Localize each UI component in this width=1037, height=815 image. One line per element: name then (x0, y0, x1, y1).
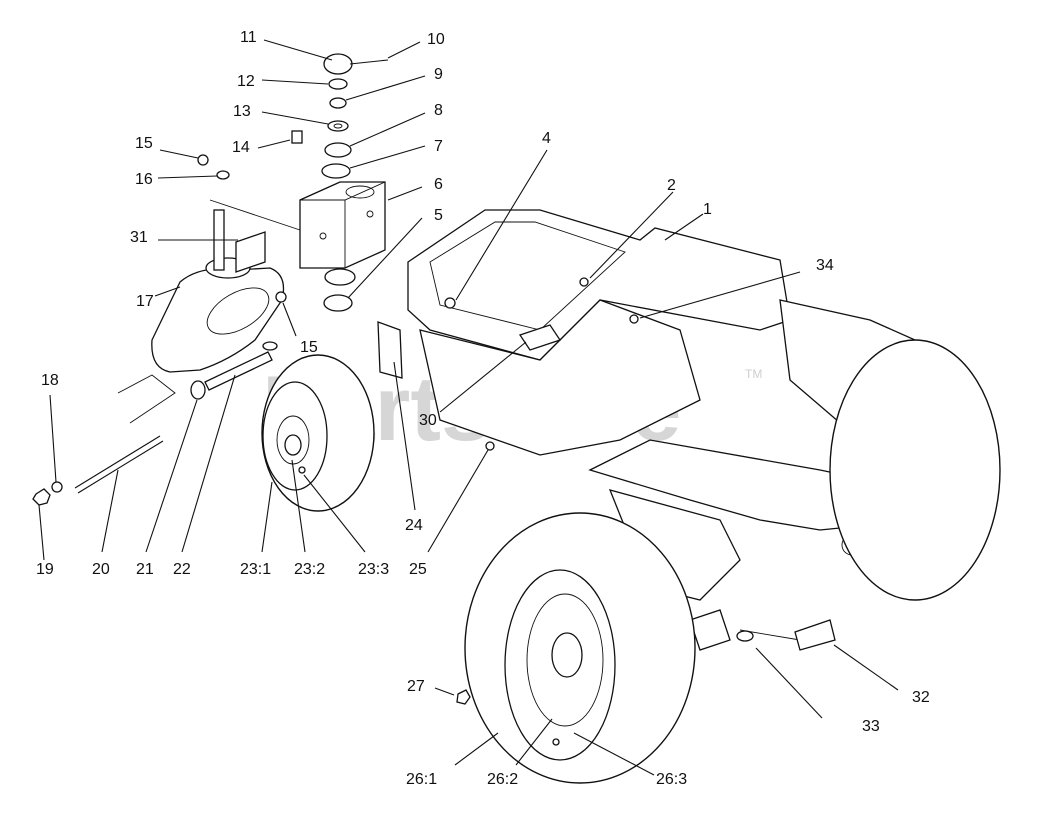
callout-labels: 1 2 4 5 6 7 8 9 10 11 12 13 14 15 15 16 … (36, 29, 930, 788)
frame-bolt-25 (485, 441, 495, 451)
callout-26-3: 26:3 (656, 771, 687, 788)
hair-pin (736, 630, 754, 642)
callout-21: 21 (136, 561, 154, 578)
frame-bolt (444, 297, 456, 309)
callout-23-2: 23:2 (294, 561, 325, 578)
callout-32: 32 (912, 689, 930, 706)
callout-25: 25 (409, 561, 427, 578)
drive-valve (552, 738, 560, 746)
callout-12: 12 (237, 73, 255, 90)
washer (327, 120, 349, 132)
callout-10: 10 (427, 31, 445, 48)
hitch-plate (689, 609, 731, 651)
bearing-cup-bottom (324, 268, 356, 286)
callout-24: 24 (405, 517, 423, 534)
right-rear-tire (829, 339, 1001, 601)
spacer-washer (262, 341, 278, 351)
callout-18: 18 (41, 372, 59, 389)
drive-hub (551, 632, 583, 678)
decal-30 (518, 324, 562, 351)
hitch-pin (794, 619, 836, 651)
callout-19: 19 (36, 561, 54, 578)
callout-26-2: 26:2 (487, 771, 518, 788)
nut (197, 154, 209, 166)
callout-16: 16 (135, 171, 153, 188)
callout-31: 31 (130, 229, 148, 246)
callout-8: 8 (434, 102, 443, 119)
callout-23-3: 23:3 (358, 561, 389, 578)
leader-lines (38, 39, 899, 776)
rear-drive-wheel (456, 512, 696, 784)
nut-lower (275, 291, 287, 303)
frame-nut-34 (629, 314, 639, 324)
lock-washer (216, 170, 230, 180)
frame-nut (579, 277, 589, 287)
callout-23-1: 23:1 (240, 561, 271, 578)
watermark-trademark: TM (745, 367, 762, 381)
callout-34: 34 (816, 257, 834, 274)
callout-17: 17 (136, 293, 154, 310)
cotter-pin (349, 59, 389, 65)
axle-bolt (74, 435, 161, 489)
bearing-cone-top (324, 142, 352, 158)
callout-7: 7 (434, 138, 443, 155)
bearing-cone-bottom (323, 294, 353, 312)
callout-20: 20 (92, 561, 110, 578)
dust-cap (323, 53, 353, 75)
bearing-cup-top (321, 163, 351, 179)
callout-5: 5 (434, 207, 443, 224)
slotted-nut (328, 78, 348, 90)
callout-15-upper: 15 (135, 135, 153, 152)
decal-24 (377, 321, 403, 379)
callout-27: 27 (407, 678, 425, 695)
callout-11: 11 (240, 29, 257, 46)
callout-33: 33 (862, 718, 880, 735)
spacer-tube (204, 351, 273, 391)
callout-15-lower: 15 (300, 339, 318, 356)
caster-assembly (32, 53, 389, 506)
nut-19 (32, 488, 51, 506)
nut-18 (51, 481, 63, 493)
callout-1: 1 (703, 201, 712, 218)
callout-26-1: 26:1 (406, 771, 437, 788)
washer-21 (190, 380, 206, 400)
callout-4: 4 (542, 130, 551, 147)
callout-22: 22 (173, 561, 191, 578)
front-caster-wheel (261, 354, 375, 512)
decal (235, 231, 266, 273)
callout-13: 13 (233, 103, 251, 120)
lug-nut (456, 689, 471, 705)
callout-14: 14 (232, 139, 250, 156)
callout-30: 30 (419, 412, 437, 429)
callout-9: 9 (434, 66, 443, 83)
callout-6: 6 (434, 176, 443, 193)
caster-valve (298, 466, 306, 474)
callout-2: 2 (667, 177, 676, 194)
caster-hub (284, 434, 302, 456)
jam-nut (329, 97, 347, 109)
bolt (291, 130, 303, 144)
